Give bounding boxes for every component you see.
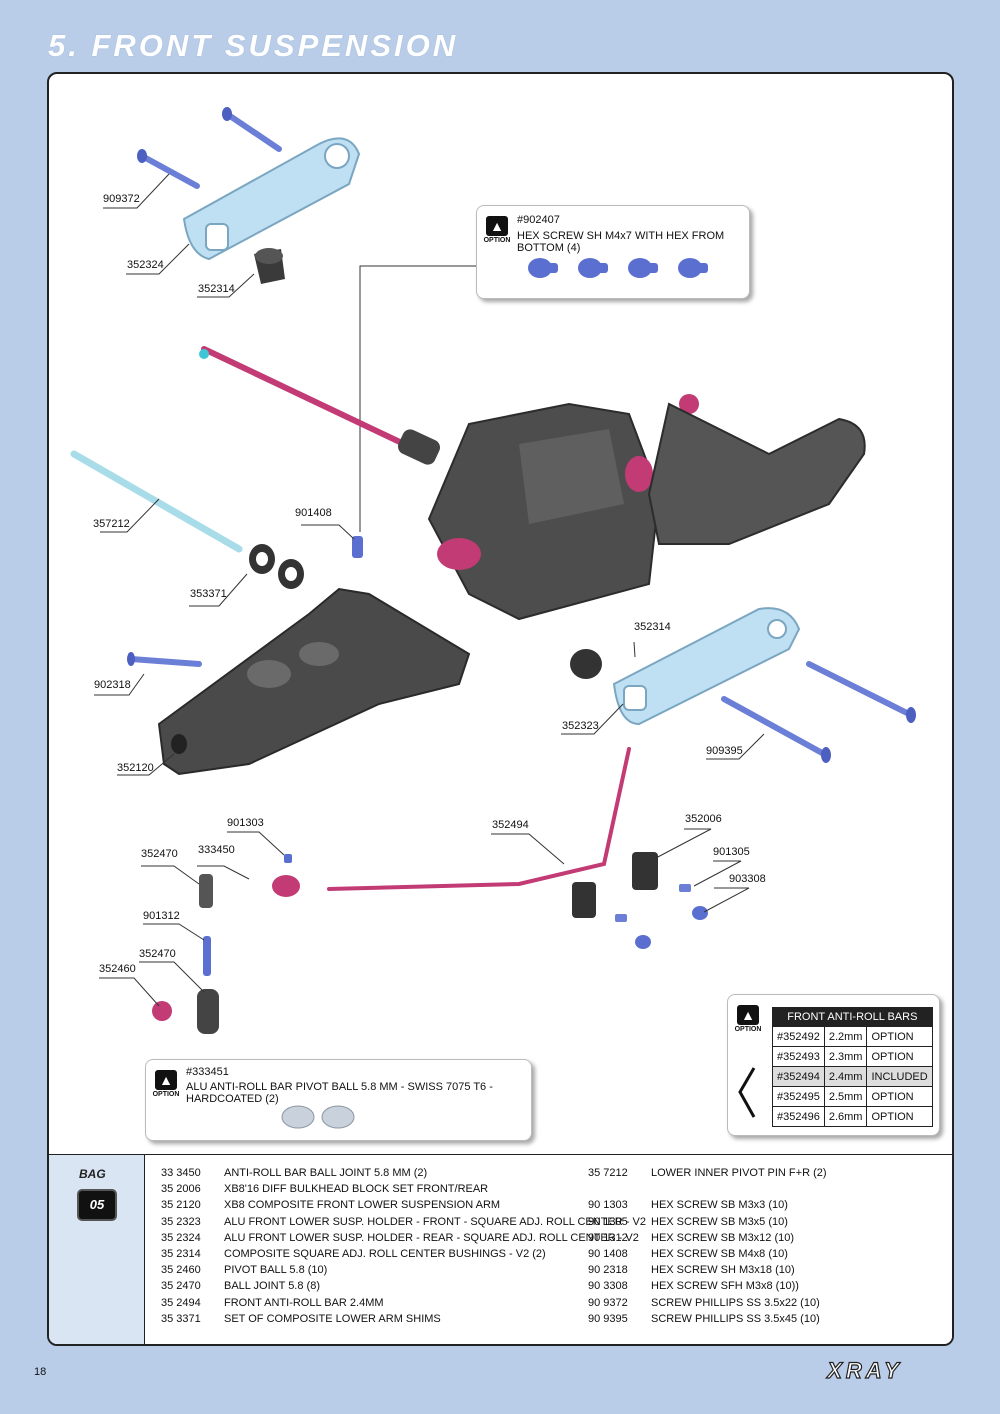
part-label: 901305 — [713, 846, 750, 858]
screw-903308-icon — [692, 906, 708, 920]
screw-909372-icon — [137, 107, 282, 189]
table-title: FRONT ANTI-ROLL BARS — [772, 1007, 933, 1027]
anti-roll-bar-352494-icon — [327, 747, 631, 891]
svg-text:XRAY: XRAY — [825, 1360, 903, 1382]
option-code: #902407 — [517, 214, 560, 226]
option-desc: ALU ANTI-ROLL BAR PIVOT BALL 5.8 MM - SW… — [186, 1081, 493, 1105]
bag-label: BAG — [79, 1167, 106, 1181]
option-desc: HEX SCREW SH M4x7 WITH HEX FROM BOTTOM (… — [517, 230, 725, 254]
part-label: 902318 — [94, 679, 131, 691]
ball-joint-352470a-icon — [199, 874, 213, 908]
pivot-ball-352460-icon — [152, 1001, 172, 1021]
screw-901305-icon — [679, 884, 691, 892]
block-352006a-icon — [632, 852, 658, 890]
part-label: 352120 — [117, 762, 154, 774]
option-thumb-icon: ▲OPTION — [734, 1005, 762, 1033]
part-label: 352470 — [139, 948, 176, 960]
bushing-352314b-icon — [570, 649, 602, 679]
option-callout-pivot-ball: ▲OPTION #333451 ALU ANTI-ROLL BAR PIVOT … — [145, 1059, 532, 1141]
part-label: 909395 — [706, 745, 743, 757]
part-label: 352324 — [127, 259, 164, 271]
bulkhead-352006-icon — [427, 394, 699, 621]
bag-number: 05 — [77, 1189, 117, 1221]
ball-joint-333450-icon — [272, 875, 300, 897]
part-label: 333450 — [198, 844, 235, 856]
screw-909395-icon — [721, 661, 916, 763]
screw-901408-icon — [352, 536, 363, 558]
part-label: 352460 — [99, 963, 136, 975]
option-callout-hex-screw: ▲OPTION #902407 HEX SCREW SH M4x7 WITH H… — [476, 205, 750, 299]
part-label: 901408 — [295, 507, 332, 519]
holder-352324-icon — [182, 137, 361, 261]
screw-901303-icon — [284, 854, 292, 863]
part-label: 352006 — [685, 813, 722, 825]
anti-roll-bar-shape-icon — [738, 1067, 756, 1118]
option-thumb-icon: ▲OPTION — [152, 1070, 180, 1098]
list-item — [588, 1181, 827, 1197]
page-number: 18 — [34, 1366, 47, 1378]
part-label: 352314 — [198, 283, 235, 295]
part-label: 357212 — [93, 518, 130, 530]
screw-901312-icon — [203, 936, 211, 976]
ball-joint-352470b-icon — [197, 989, 219, 1034]
part-label: 901312 — [143, 910, 180, 922]
part-label: 901303 — [227, 817, 264, 829]
driveshaft-icon — [199, 346, 440, 465]
option-code: #333451 — [186, 1066, 229, 1078]
xray-logo-icon: XRAY — [825, 1360, 903, 1382]
content-panel: 909372 352324 352314 357212 901408 35337… — [47, 72, 954, 1346]
arm-upper-icon — [647, 402, 866, 545]
option-thumb-icon: ▲OPTION — [483, 216, 511, 244]
part-label: 353371 — [190, 588, 227, 600]
hex-screws-icon — [528, 258, 708, 278]
pivot-balls-icon — [281, 1105, 355, 1129]
part-label: 352494 — [492, 819, 529, 831]
part-label: 909372 — [103, 193, 140, 205]
part-label: 903308 — [729, 873, 766, 885]
shims-353371-icon — [249, 544, 304, 589]
exploded-diagram — [70, 107, 916, 1034]
arm-352120-icon — [157, 587, 471, 776]
part-label: 352323 — [562, 720, 599, 732]
block-352006b-icon — [572, 882, 596, 918]
bushing-352314-icon — [254, 248, 285, 284]
part-label: 352314 — [634, 621, 671, 633]
screw-902318-icon — [127, 652, 202, 667]
part-label: 352470 — [141, 848, 178, 860]
page-title: 5. FRONT SUSPENSION — [48, 28, 459, 63]
